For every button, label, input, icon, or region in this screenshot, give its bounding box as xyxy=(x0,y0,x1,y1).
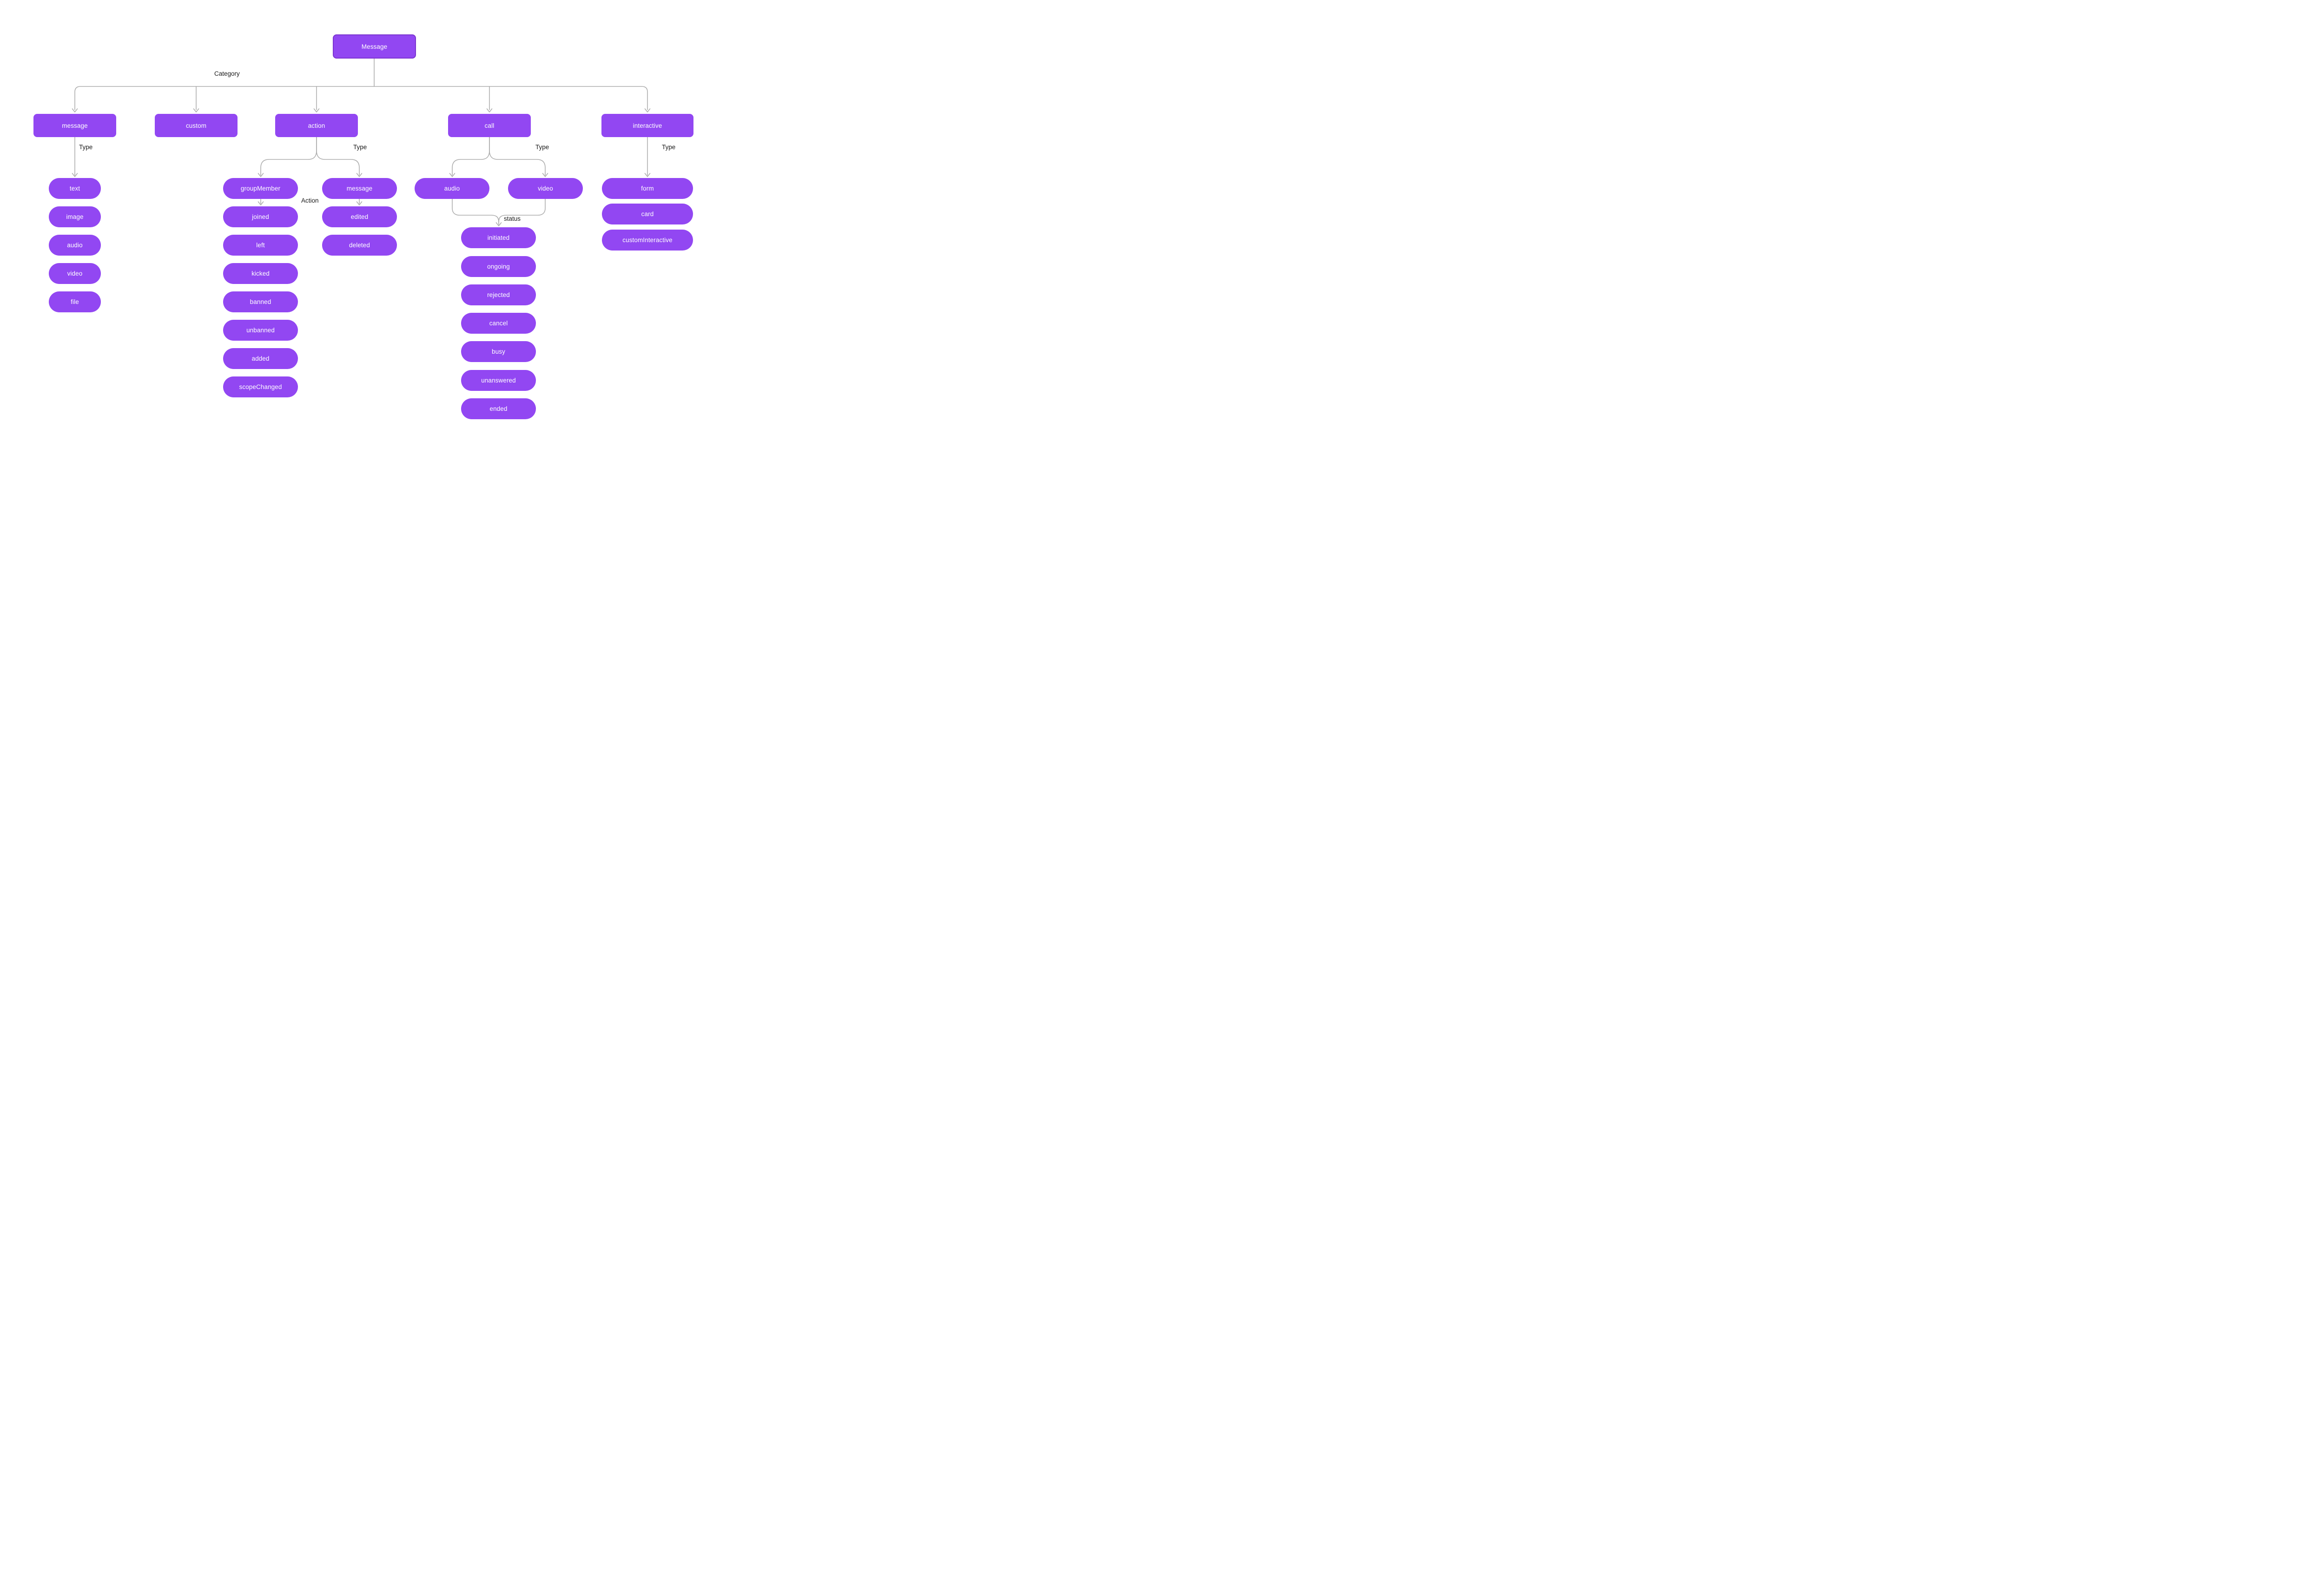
edge-label-type-interactive: Type xyxy=(662,144,676,151)
connector-edge xyxy=(644,108,651,112)
node-call-type-video[interactable]: video xyxy=(508,178,583,199)
edge-label-action: Action xyxy=(301,197,319,204)
node-action-type-message[interactable]: message xyxy=(322,178,397,199)
node-groupmember-action-unbanned[interactable]: unbanned xyxy=(223,320,298,341)
connector-edge xyxy=(489,137,546,176)
connector-edge xyxy=(356,173,363,177)
connector-edge xyxy=(452,137,490,176)
node-groupmember-action-joined[interactable]: joined xyxy=(223,206,298,227)
node-category-custom[interactable]: custom xyxy=(155,114,238,137)
node-call-status-ongoing[interactable]: ongoing xyxy=(461,256,536,277)
connector-edge xyxy=(193,108,199,112)
node-groupmember-action-kicked[interactable]: kicked xyxy=(223,263,298,284)
connector-edge xyxy=(260,137,317,176)
connector-edge xyxy=(257,201,264,205)
connector-edge xyxy=(356,201,363,205)
node-call-status-initiated[interactable]: initiated xyxy=(461,227,536,248)
node-groupmember-action-scopeChanged[interactable]: scopeChanged xyxy=(223,376,298,397)
node-category-action[interactable]: action xyxy=(275,114,358,137)
connector-edge xyxy=(316,137,360,176)
node-message-type-video[interactable]: video xyxy=(49,263,101,284)
connector-edge xyxy=(542,173,548,177)
node-message-root[interactable]: Message xyxy=(333,34,416,59)
node-action-type-groupmember[interactable]: groupMember xyxy=(223,178,298,199)
edge-label-category: Category xyxy=(214,70,240,77)
node-category-call[interactable]: call xyxy=(448,114,531,137)
node-call-status-busy[interactable]: busy xyxy=(461,341,536,362)
node-call-status-rejected[interactable]: rejected xyxy=(461,284,536,305)
connector-edge xyxy=(449,173,456,177)
node-category-interactive[interactable]: interactive xyxy=(601,114,693,137)
edge-label-type-call: Type xyxy=(535,144,549,151)
connector-edge xyxy=(72,173,78,177)
flowchart-canvas: Message message custom action call interactiv… xyxy=(0,0,729,454)
node-call-status-cancel[interactable]: cancel xyxy=(461,313,536,334)
edge-label-status: status xyxy=(504,215,521,222)
connector-edge xyxy=(257,173,264,177)
node-interactive-type-card[interactable]: card xyxy=(602,204,693,224)
node-groupmember-action-banned[interactable]: banned xyxy=(223,291,298,312)
node-interactive-type-form[interactable]: form xyxy=(602,178,693,199)
node-message-action-edited[interactable]: edited xyxy=(322,206,397,227)
connector-edge xyxy=(313,108,320,112)
node-message-action-deleted[interactable]: deleted xyxy=(322,235,397,256)
node-call-type-audio[interactable]: audio xyxy=(415,178,489,199)
connector-edge xyxy=(486,108,493,112)
node-call-status-unanswered[interactable]: unanswered xyxy=(461,370,536,391)
connector-edge xyxy=(452,198,499,223)
node-groupmember-action-added[interactable]: added xyxy=(223,348,298,369)
node-message-type-text[interactable]: text xyxy=(49,178,101,199)
edge-label-type-action: Type xyxy=(353,144,367,151)
connector-edge xyxy=(644,173,651,177)
node-interactive-type-custominteractive[interactable]: customInteractive xyxy=(602,230,693,251)
node-message-type-audio[interactable]: audio xyxy=(49,235,101,256)
node-call-status-ended[interactable]: ended xyxy=(461,398,536,419)
edge-label-type-message: Type xyxy=(79,144,93,151)
node-category-message[interactable]: message xyxy=(33,114,116,137)
node-message-type-file[interactable]: file xyxy=(49,291,101,312)
connector-edge xyxy=(74,86,648,110)
node-groupmember-action-left[interactable]: left xyxy=(223,235,298,256)
node-message-type-image[interactable]: image xyxy=(49,206,101,227)
connector-edge xyxy=(72,108,78,112)
connector-edge xyxy=(495,222,502,226)
